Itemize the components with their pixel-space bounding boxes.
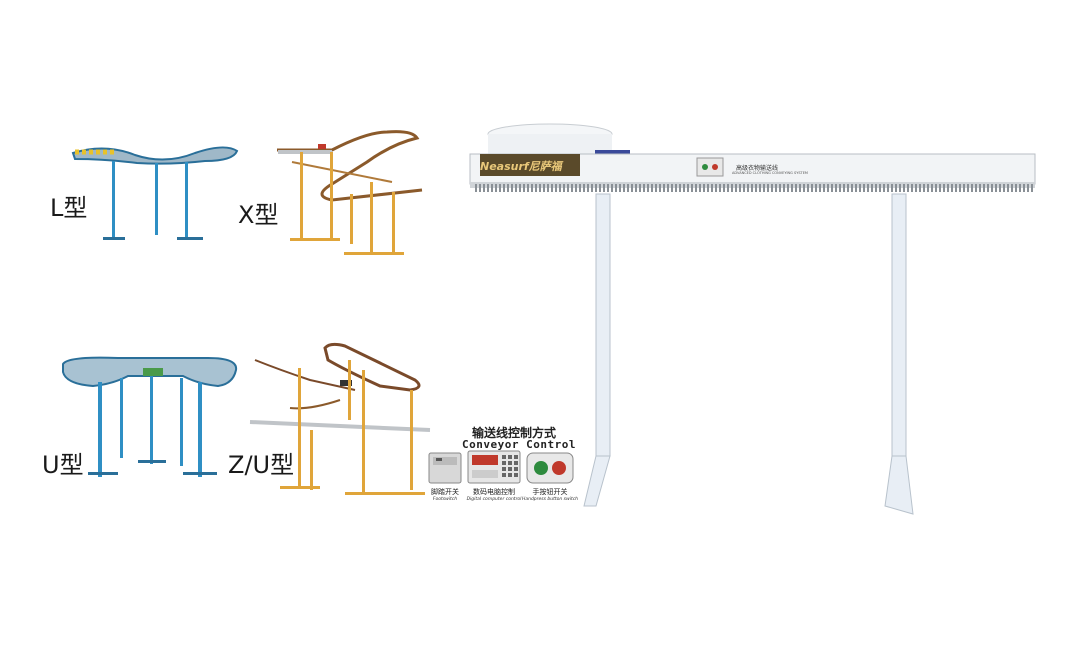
push-button-switch-label-en: Handpress button switch [521,497,579,502]
u-type-conveyor-image [62,356,238,477]
u-type-label: U型 [42,451,84,479]
footswitch-label-cn: 脚踏开关 [431,488,459,496]
x-type-label: X型 [238,201,279,229]
main-conveyor-machine-image [469,123,1036,515]
zu-type-conveyor-image [249,342,431,495]
control-title-en: Conveyor Control [462,438,576,451]
push-button-switch-label-cn: 手按钮开关 [532,488,568,496]
l-type-conveyor-image [71,146,239,240]
brand-logo: Neasurf尼萨福 [480,160,562,173]
digital-controller-icon [467,450,521,484]
footswitch-icon [428,452,462,484]
digital-controller-label-en: Digital computer control [466,497,522,502]
zu-type-label: Z/U型 [228,451,295,479]
x-type-conveyor-image [277,130,423,255]
l-type-label: L型 [50,194,88,222]
machine-plate-cn: 高级衣物输送线 [736,165,779,172]
machine-plate-en: ADVANCED CLOTHING CONVEYING SYSTEM [732,171,808,175]
push-button-switch-icon [526,452,574,484]
digital-controller-label-cn: 数码电脑控制 [473,488,515,496]
footswitch-label-en: Footswitch [432,497,458,502]
control-title-cn: 输送线控制方式 [472,426,557,440]
